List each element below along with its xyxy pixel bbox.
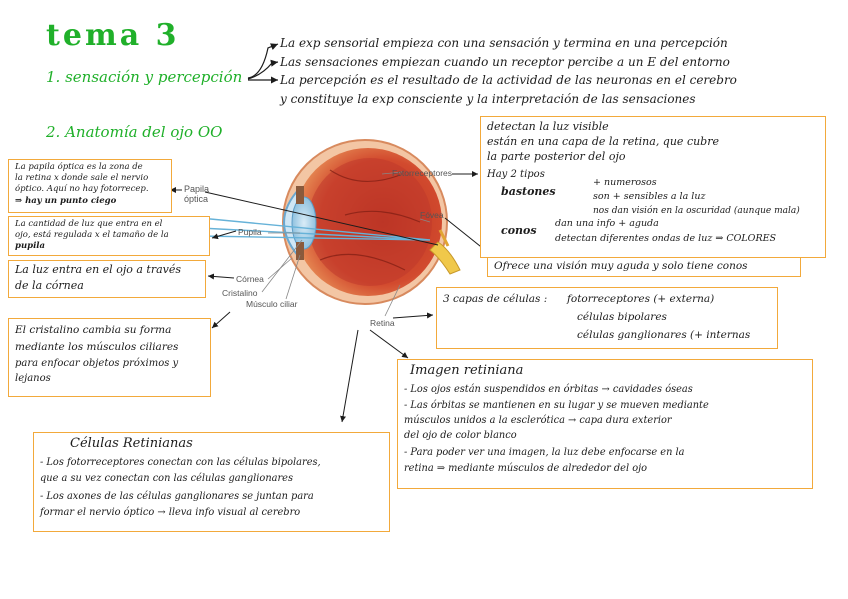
note-cristalino-line: para enfocar objetos próximos y <box>15 358 178 370</box>
note-fovea-text: Ofrece una visión muy aguda y solo tiene… <box>494 260 748 272</box>
label-fotorreceptores: Fotorreceptores <box>392 168 452 178</box>
capas-item: fotorreceptores (+ externa) <box>567 293 714 305</box>
capas-lead: 3 capas de células : <box>443 293 547 305</box>
note-fotorreceptores: detectan la luz visible están en una cap… <box>480 116 826 258</box>
celulas-line: que a su vez conectan con las células ga… <box>40 473 293 484</box>
note-fovea: Ofrece una visión muy aguda y solo tiene… <box>487 257 801 277</box>
note-pupila-line: La cantidad de luz que entra en el <box>15 220 162 230</box>
note-imagen-retiniana: Imagen retiniana - Los ojos están suspen… <box>397 359 813 489</box>
conos-item: dan una info + aguda <box>555 219 659 230</box>
imagen-line: - Los ojos están suspendidos en órbitas … <box>404 384 693 395</box>
label-papila: Papila óptica <box>184 184 228 204</box>
note-pupila-line: pupila <box>15 242 45 252</box>
imagen-line: - Para poder ver una imagen, la luz debe… <box>404 447 685 458</box>
note-pupila: La cantidad de luz que entra en el ojo, … <box>8 216 210 256</box>
note-cristalino-line: El cristalino cambia su forma <box>15 324 171 336</box>
note-celulas-retinianas: Células Retinianas - Los fotorreceptores… <box>33 432 390 532</box>
celulas-line: - Los fotorreceptores conectan con las c… <box>40 457 321 468</box>
note-cristalino: El cristalino cambia su forma mediante l… <box>8 318 211 397</box>
bastones-item: son + sensibles a la luz <box>593 192 705 203</box>
bastones-item: nos dan visión en la oscuridad (aunque m… <box>593 206 800 216</box>
label-retina: Retina <box>370 318 395 328</box>
imagen-line: del ojo de color blanco <box>404 430 517 441</box>
note-cornea-line: La luz entra en el ojo a través <box>15 264 181 277</box>
bastones-item: + numerosos <box>593 178 657 189</box>
fotorreceptores-line: Hay 2 tipos <box>487 169 545 181</box>
note-pupila-line: ojo, está regulada x el tamaño de la <box>15 231 169 241</box>
note-papila-line: óptico. Aquí no hay fotorrecep. <box>15 185 149 195</box>
fotorreceptores-line: detectan la luz visible <box>487 121 609 134</box>
label-musculo-ciliar: Músculo ciliar <box>246 299 298 309</box>
bastones-label: bastones <box>501 186 556 199</box>
note-papila: La papila óptica es la zona de la retina… <box>8 159 172 213</box>
note-cristalino-line: lejanos <box>15 373 51 385</box>
celulas-line: formar el nervio óptico → lleva info vis… <box>40 507 300 518</box>
note-papila-line: La papila óptica es la zona de <box>15 163 143 173</box>
imagen-title: Imagen retiniana <box>410 364 523 379</box>
label-cornea: Córnea <box>236 274 264 284</box>
note-papila-line: la retina x donde sale el nervio <box>15 174 148 184</box>
capas-item: células ganglionares (+ internas <box>577 329 750 341</box>
note-capas: 3 capas de células : fotorreceptores (+ … <box>436 287 778 349</box>
note-cornea-line: de la córnea <box>15 280 84 293</box>
fotorreceptores-line: están en una capa de la retina, que cubr… <box>487 136 719 149</box>
fotorreceptores-line: la parte posterior del ojo <box>487 151 625 164</box>
capas-item: células bipolares <box>577 311 667 323</box>
celulas-title: Células Retinianas <box>70 437 193 452</box>
label-fovea: Fóvea <box>420 210 444 220</box>
conos-item: detectan diferentes ondas de luz ⇒ COLOR… <box>555 234 776 245</box>
note-cristalino-line: mediante los músculos ciliares <box>15 341 178 353</box>
note-papila-line: ⇒ hay un punto ciego <box>15 197 116 207</box>
imagen-line: - Las órbitas se mantienen en su lugar y… <box>404 400 709 411</box>
imagen-line: músculos unidos a la esclerótica → capa … <box>404 415 672 426</box>
imagen-line: retina ⇒ mediante músculos de alrededor … <box>404 463 647 474</box>
celulas-line: - Los axones de las células ganglionares… <box>40 491 314 502</box>
note-cornea: La luz entra en el ojo a través de la có… <box>8 260 206 298</box>
label-cristalino: Cristalino <box>222 288 257 298</box>
label-pupila: Pupila <box>238 227 262 237</box>
conos-label: conos <box>501 225 537 238</box>
